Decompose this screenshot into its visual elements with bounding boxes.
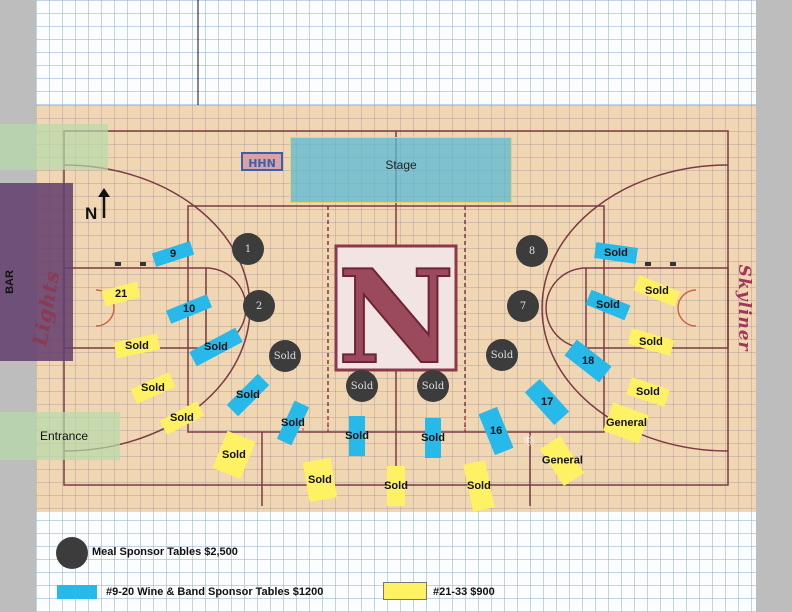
entrance-label: Entrance	[40, 429, 89, 443]
table-label: Sold	[350, 380, 374, 392]
meal-table[interactable]: 7	[507, 290, 539, 322]
table-label: Sold	[490, 349, 514, 361]
table-label: 1	[244, 243, 252, 255]
table-label: 9	[169, 248, 177, 260]
legend-general-swatch	[383, 582, 427, 600]
mascot-logo-icon: ⚛	[521, 433, 537, 450]
table-label: 18	[581, 355, 595, 367]
legend-meal-swatch	[56, 537, 88, 569]
table-label: Sold	[467, 480, 491, 492]
svg-text:N: N	[338, 243, 455, 393]
table-label: Sold	[596, 299, 620, 311]
table-label: Sold	[384, 480, 408, 492]
table-label: Sold	[273, 350, 297, 362]
table-label: General	[605, 417, 647, 429]
stage-label: Stage	[385, 158, 417, 172]
table-label: Sold	[345, 430, 369, 442]
entrance-zone	[0, 412, 120, 460]
table-label: 17	[540, 396, 554, 408]
upper-entrance-zone	[0, 124, 108, 170]
skyliner-logo: Skyliner	[734, 264, 754, 352]
right-margin	[756, 0, 792, 612]
table-label: Sold	[170, 412, 194, 424]
table-label: Sold	[222, 449, 246, 461]
table-label: Sold	[125, 340, 149, 352]
meal-table[interactable]: Sold	[346, 370, 378, 402]
table-label: 21	[114, 288, 128, 300]
stage: Stage	[290, 137, 512, 203]
table-label: Sold	[604, 247, 628, 259]
legend-wine-swatch	[57, 585, 97, 599]
table-label: Sold	[639, 336, 663, 348]
table-label: Sold	[236, 389, 260, 401]
legend-general-label: #21-33 $900	[433, 586, 495, 598]
table-label: Sold	[636, 386, 660, 398]
meal-table[interactable]: Sold	[417, 370, 449, 402]
table-label: General	[541, 455, 583, 467]
meal-table[interactable]: 8	[516, 235, 548, 267]
table-label: Sold	[308, 474, 332, 486]
meal-table[interactable]: 1	[232, 233, 264, 265]
north-arrow-icon	[98, 188, 110, 218]
table-label: 8	[528, 245, 536, 257]
north-label: N	[85, 204, 98, 223]
table-label: Sold	[645, 285, 669, 297]
legend-wine-label: #9-20 Wine & Band Sponsor Tables $1200	[106, 586, 324, 598]
meal-table[interactable]: Sold	[269, 340, 301, 372]
meal-table[interactable]: 2	[243, 290, 275, 322]
meal-table[interactable]: Sold	[486, 339, 518, 371]
table-label: 16	[489, 425, 503, 437]
wine-table[interactable]: Sold	[421, 418, 445, 458]
general-table[interactable]: Sold	[384, 466, 408, 506]
table-label: Sold	[141, 382, 165, 394]
table-label: 10	[182, 303, 196, 315]
hhn-logo: HHN	[241, 152, 283, 171]
legend-meal-label: Meal Sponsor Tables $2,500	[92, 546, 238, 558]
table-label: Sold	[281, 417, 305, 429]
table-label: 2	[255, 300, 263, 312]
wine-table[interactable]: Sold	[345, 416, 369, 456]
table-label: Sold	[204, 341, 228, 353]
table-label: 7	[519, 300, 527, 312]
table-label: Sold	[421, 432, 445, 444]
bar-zone	[0, 183, 73, 361]
table-label: Sold	[421, 380, 445, 392]
